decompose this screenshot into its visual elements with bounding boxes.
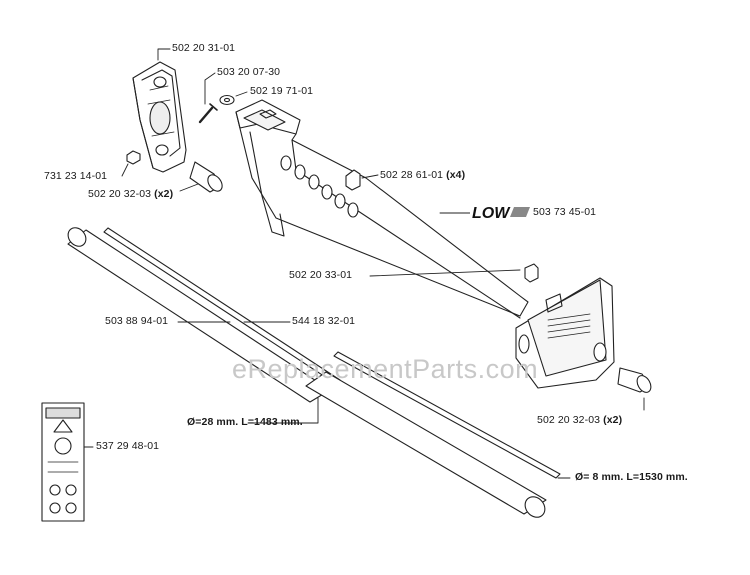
tube-lower-part [305, 371, 547, 518]
part-label-502-19-71-01: 502 19 71-01 [250, 85, 314, 97]
clip-part [345, 169, 361, 191]
end-cap-part-bottom [617, 367, 652, 393]
clip-part-lower [524, 263, 539, 283]
shaft-dimension-label: Ø= 8 mm. L=1530 mm. [575, 471, 688, 483]
main-housing-part [235, 99, 529, 319]
part-label-503-88-94-01: 503 88 94-01 [105, 315, 169, 327]
part-label-503-73-45-01: 503 73 45-01 [533, 206, 597, 218]
quantity-label: (x4) [446, 169, 466, 181]
tube-dimension-label: Ø=28 mm. L=1483 mm. [187, 416, 303, 428]
washer-part [219, 94, 235, 106]
tube-upper-part [67, 227, 331, 403]
warning-decal-part [41, 402, 85, 522]
housing-end-block [515, 277, 615, 389]
part-label-502-20-31-01: 502 20 31-01 [172, 42, 236, 54]
part-label-502-28-61-01: 502 28 61-01 (x4) [380, 169, 466, 181]
part-label-503-20-07-30: 503 20 07-30 [217, 66, 281, 78]
shaft-lower-part [333, 351, 561, 479]
leader-lines [83, 48, 645, 479]
part-label-731-23-14-01: 731 23 14-01 [44, 170, 108, 182]
handle-bracket-part [132, 61, 187, 173]
quantity-label: (x2) [154, 188, 174, 200]
screw-part [198, 103, 218, 124]
nut-part [126, 150, 141, 165]
part-label-544-18-32-01: 544 18 32-01 [292, 315, 356, 327]
quantity-label: (x2) [603, 414, 623, 426]
part-label-502-20-32-03-bottom: 502 20 32-03 (x2) [537, 414, 623, 426]
part-label-502-20-33-01: 502 20 33-01 [289, 269, 353, 281]
end-cap-part-top [189, 161, 223, 193]
watermark-text: eReplacementParts.com [232, 354, 539, 384]
svg-text:LOW: LOW [472, 205, 511, 222]
part-label-502-20-32-03-top: 502 20 32-03 (x2) [88, 188, 174, 200]
low-logo-decal: LOW [470, 204, 530, 222]
part-label-537-29-48-01: 537 29 48-01 [96, 440, 160, 452]
